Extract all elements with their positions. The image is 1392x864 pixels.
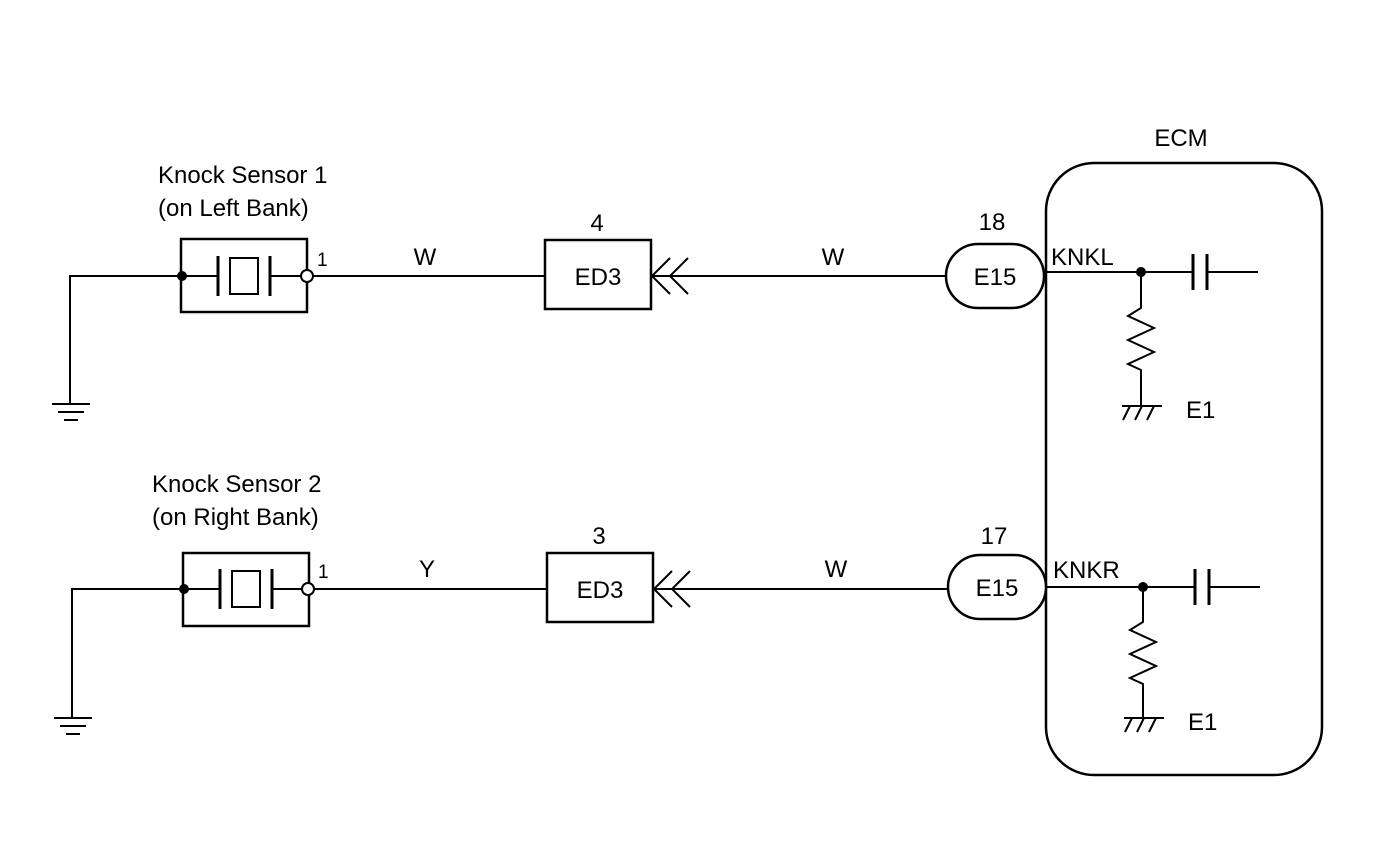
junction-2-label: ED3: [577, 577, 624, 604]
sensor-1-pin: 1: [317, 250, 328, 271]
ecm-outline: [1044, 161, 1324, 777]
capacitor-icon: [1193, 569, 1260, 605]
sensor-2-pin: 1: [318, 562, 329, 583]
ecm-connector-2-pin: 17: [981, 523, 1008, 550]
wire-color-2a: Y: [419, 556, 435, 583]
ecm-connector-2: E15 17: [946, 523, 1048, 621]
wire-color-1b: W: [822, 244, 845, 271]
junction-connector-2: ED3 3: [545, 523, 691, 624]
sensor-1-location: (on Left Bank): [158, 195, 309, 222]
circuit-row-2: Knock Sensor 2 (on Right Bank) 1 Y ED3 3: [54, 471, 1260, 736]
ecm-connector-1: E15 18: [944, 209, 1046, 310]
junction-2-pin: 3: [592, 523, 605, 550]
chassis-ground-icon: [1122, 405, 1162, 421]
knock-sensor-1-symbol: [177, 237, 314, 314]
terminal-knkr: KNKR: [1053, 557, 1120, 584]
sensor-1-name: Knock Sensor 1: [158, 162, 327, 189]
wire-color-1a: W: [414, 244, 437, 271]
ground-icon: [54, 588, 184, 735]
sensor-2-location: (on Right Bank): [152, 504, 319, 531]
ground-e1-label-1: E1: [1186, 397, 1215, 424]
ecm-connector-2-label: E15: [976, 575, 1019, 602]
junction-1-label: ED3: [575, 264, 622, 291]
knock-sensor-2-symbol: [179, 551, 315, 628]
junction-connector-1: ED3 4: [543, 210, 689, 311]
circuit-row-1: Knock Sensor 1 (on Left Bank) 1 W ED3: [52, 162, 1258, 424]
resistor-icon: [1127, 587, 1159, 718]
capacitor-icon: [1191, 254, 1258, 290]
chassis-ground-icon: [1124, 717, 1164, 733]
ecm-connector-1-label: E15: [974, 264, 1017, 291]
ecm-title: ECM: [1154, 125, 1207, 152]
wire-color-2b: W: [825, 556, 848, 583]
junction-1-pin: 4: [590, 210, 603, 237]
ecm-connector-1-pin: 18: [979, 209, 1006, 236]
resistor-icon: [1125, 272, 1157, 406]
terminal-knkl: KNKL: [1051, 244, 1114, 271]
sensor-2-name: Knock Sensor 2: [152, 471, 321, 498]
ground-e1-label-2: E1: [1188, 709, 1217, 736]
ecm-unit: ECM: [1044, 125, 1324, 777]
ground-icon: [52, 275, 182, 421]
